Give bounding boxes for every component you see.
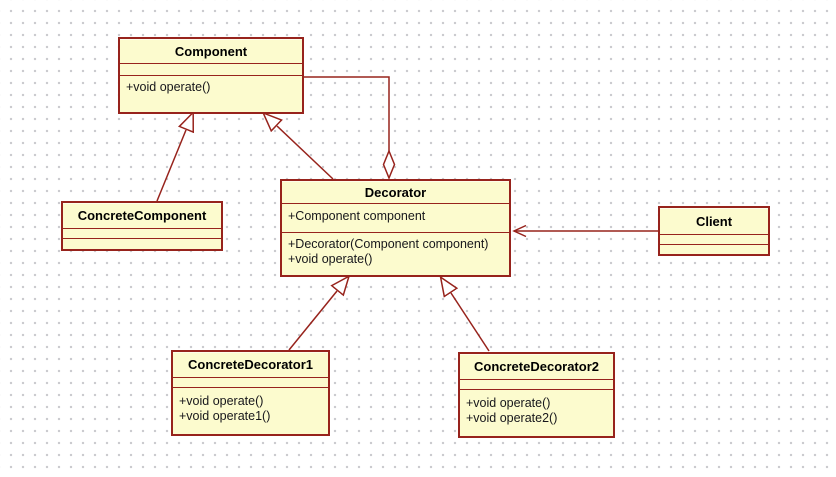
class-box-client[interactable]: Client <box>658 206 770 256</box>
class-attributes-compartment: +Component component <box>282 203 509 232</box>
class-title: Client <box>695 213 733 229</box>
class-attributes-compartment <box>63 228 221 238</box>
class-title: ConcreteDecorator2 <box>474 359 599 374</box>
class-box-concrete-component[interactable]: ConcreteComponent <box>61 201 223 251</box>
class-title: Decorator <box>364 184 427 200</box>
generalization-concretedecorator1-to-decorator[interactable] <box>288 291 337 351</box>
class-attributes-compartment <box>660 234 768 244</box>
class-box-component[interactable]: Component +void operate() <box>118 37 304 114</box>
class-title: ConcreteDecorator1 <box>188 357 313 372</box>
generalization-concretedecorator2-to-decorator[interactable] <box>451 293 490 352</box>
method-item: +void operate1() <box>179 409 271 423</box>
class-title: ConcreteComponent <box>77 208 207 223</box>
class-attributes-compartment <box>460 379 613 389</box>
class-methods-compartment: +void operate() +void operate2() <box>460 389 613 436</box>
generalization-decorator-to-component[interactable] <box>277 126 334 180</box>
class-methods-compartment <box>63 238 221 249</box>
class-box-concrete-decorator1[interactable]: ConcreteDecorator1 +void operate() +void… <box>171 350 330 436</box>
method-item: +void operate() <box>466 396 551 410</box>
method-item: +void operate() <box>126 80 211 94</box>
class-methods-compartment: +void operate() +void operate1() <box>173 387 328 434</box>
method-item: +void operate2() <box>466 411 558 425</box>
method-item: +Decorator(Component component) <box>288 237 489 251</box>
hollow-diamond-icon <box>382 149 396 180</box>
method-item: +void operate() <box>179 394 264 408</box>
class-title: Component <box>174 43 248 59</box>
generalization-concretecomponent-to-component[interactable] <box>156 130 186 202</box>
class-attributes-compartment <box>120 63 302 75</box>
attribute-item: +Component component <box>288 209 426 223</box>
class-methods-compartment: +void operate() <box>120 75 302 112</box>
class-box-decorator[interactable]: Decorator +Component component +Decorato… <box>280 179 511 277</box>
class-methods-compartment <box>660 244 768 254</box>
class-attributes-compartment <box>173 377 328 387</box>
class-box-concrete-decorator2[interactable]: ConcreteDecorator2 +void operate() +void… <box>458 352 615 438</box>
method-item: +void operate() <box>288 252 373 266</box>
class-methods-compartment: +Decorator(Component component) +void op… <box>282 232 509 275</box>
aggregation-component-to-decorator[interactable] <box>303 76 396 180</box>
